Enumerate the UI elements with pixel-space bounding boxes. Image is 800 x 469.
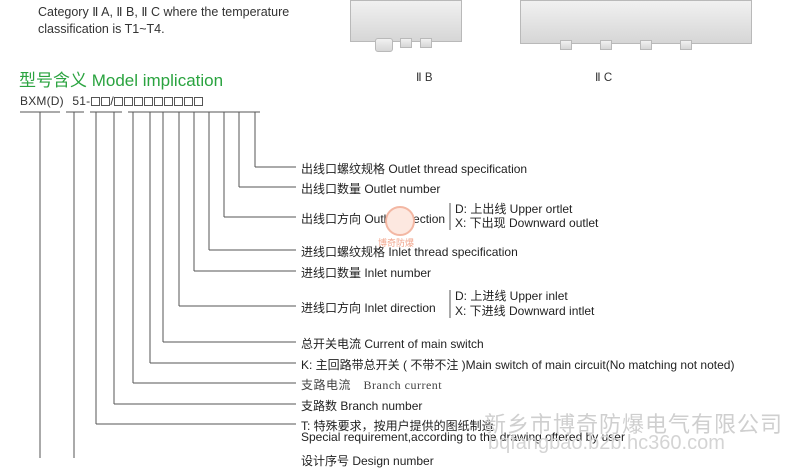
- code-box: [134, 97, 144, 106]
- model-separator: /: [110, 94, 114, 108]
- watermark-company: 新乡市博奇防爆电气有限公司: [484, 412, 784, 437]
- watermark-stamp-text: 博奇防爆: [378, 238, 415, 248]
- watermark-url: bqfangbao.b2b.hc360.com: [488, 432, 725, 454]
- branch-inlet-direction: 进线口方向 Inlet direction: [301, 301, 436, 315]
- branch-outlet-number: 出线口数量 Outlet number: [301, 182, 441, 196]
- code-box: [90, 97, 100, 106]
- branch-main-switch: K: 主回路带总开关 ( 不带不注 )Main switch of main c…: [301, 358, 735, 372]
- code-box: [100, 97, 110, 106]
- branch-branch-current: 支路电流 Branch current: [301, 378, 443, 392]
- code-box: [144, 97, 154, 106]
- code-box: [184, 97, 194, 106]
- intro-line-1: Category Ⅱ A, Ⅱ B, Ⅱ C where the tempera…: [38, 5, 290, 19]
- branch-special-requirement: T: 特殊要求，按用户提供的图纸制造: [301, 419, 494, 433]
- intro-line-2: classification is T1~T4.: [38, 22, 165, 36]
- model-series: 51-: [72, 94, 91, 108]
- outlet-option-downward: X: 下出现 Downward outlet: [455, 216, 599, 230]
- code-box: [154, 97, 164, 106]
- section-title: 型号含义 Model implication: [19, 71, 224, 90]
- branch-outlet-thread: 出线口螺纹规格 Outlet thread specification: [301, 162, 528, 176]
- branch-inlet-number: 进线口数量 Inlet number: [301, 266, 432, 280]
- branch-design-number: 设计序号 Design number: [301, 454, 434, 468]
- model-tree-lines: [20, 111, 451, 458]
- code-box: [174, 97, 184, 106]
- model-prefix: BXM(D): [20, 94, 64, 108]
- code-box: [124, 97, 134, 106]
- branch-inlet-thread: 进线口螺纹规格 Inlet thread specification: [301, 245, 518, 259]
- image-label-iib: Ⅱ B: [416, 72, 433, 84]
- code-box: [114, 97, 124, 106]
- branch-outlet-direction: 出线口方向 Outlet direction: [301, 212, 446, 226]
- branch-main-switch-current: 总开关电流 Current of main switch: [301, 337, 484, 351]
- outlet-option-upper: D: 上出线 Upper ortlet: [455, 202, 573, 216]
- branch-branch-number: 支路数 Branch number: [301, 399, 423, 413]
- image-label-iic: Ⅱ C: [595, 72, 613, 84]
- watermark-stamp-icon: [385, 206, 415, 236]
- branch-special-requirement-en: Special requirement,according to the dra…: [301, 430, 625, 444]
- inlet-option-upper: D: 上进线 Upper inlet: [455, 289, 568, 303]
- code-box: [194, 97, 204, 106]
- code-box: [164, 97, 174, 106]
- model-code: BXM(D) 51- /: [20, 94, 204, 108]
- inlet-option-downward: X: 下进线 Downward intlet: [455, 304, 595, 318]
